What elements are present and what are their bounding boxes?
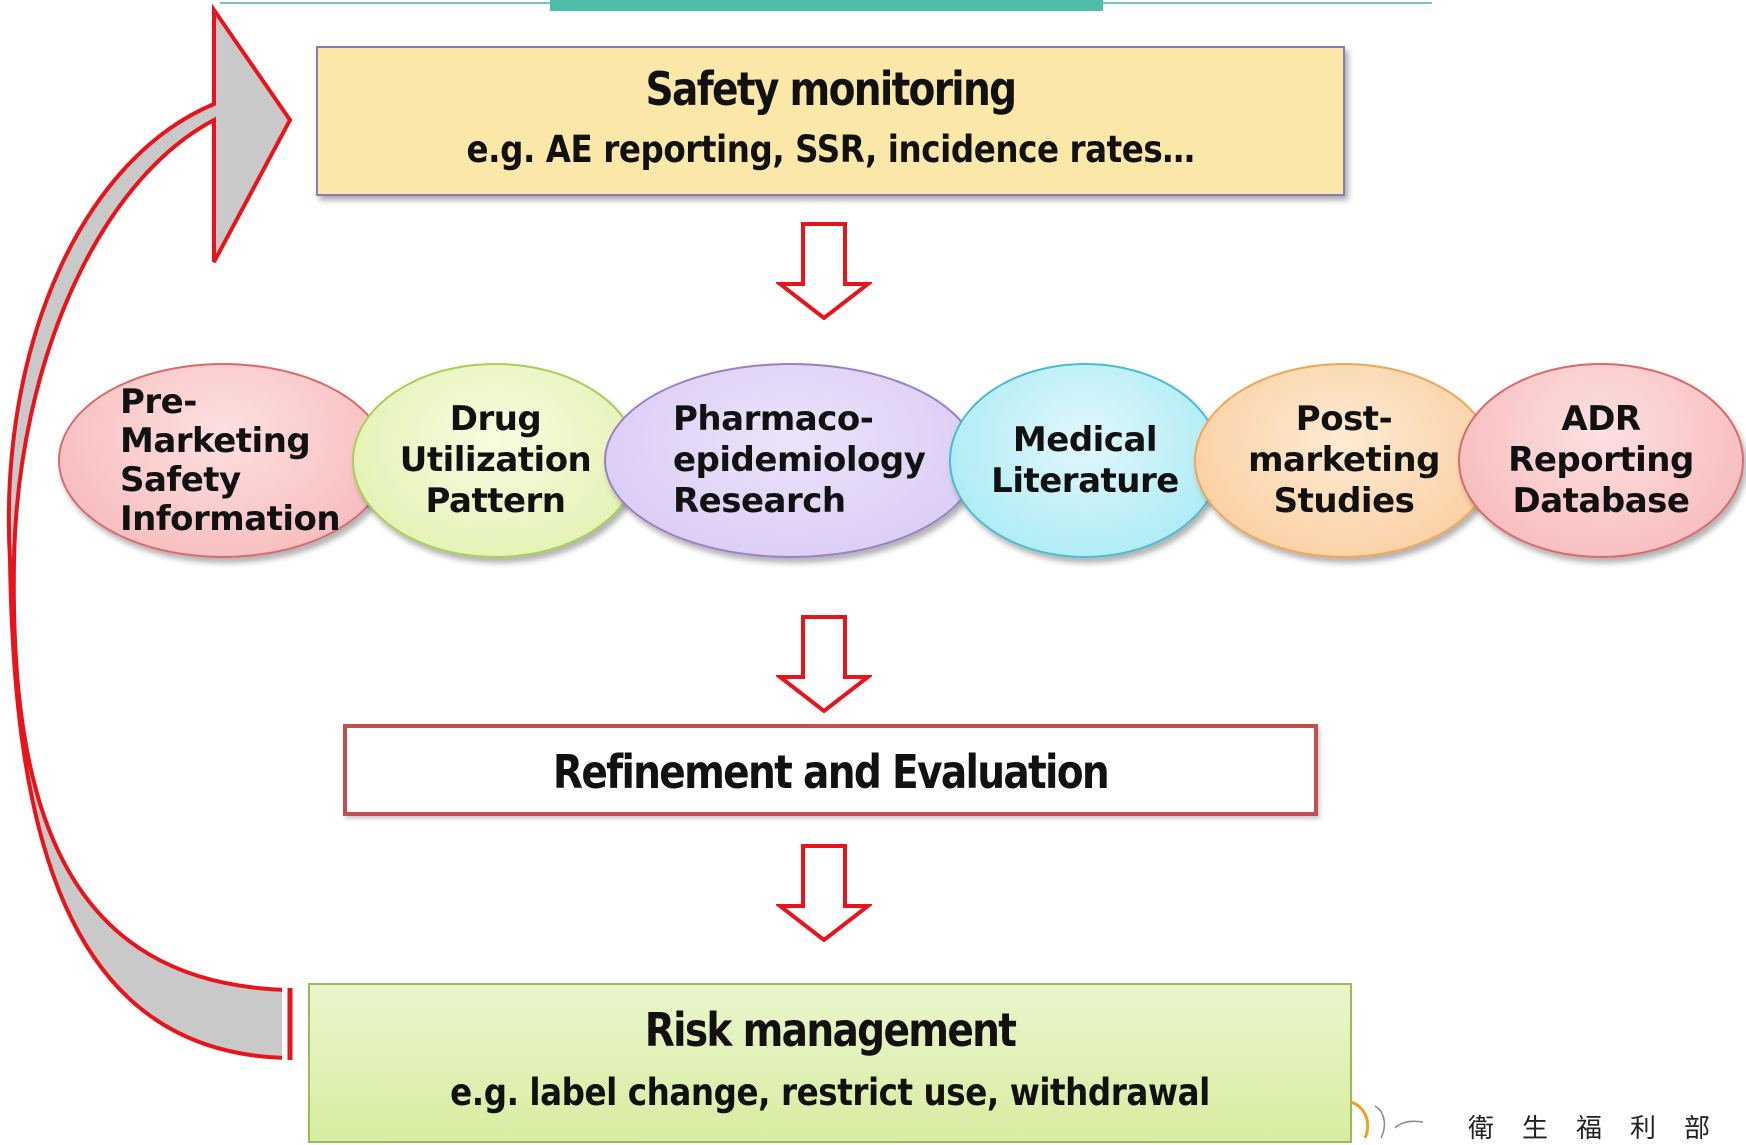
safety-monitoring-title: Safety monitoring — [645, 62, 1018, 116]
safety-monitoring-box: Safety monitoring e.g. AE reporting, SSR… — [316, 46, 1345, 196]
risk-management-box: Risk management e.g. label change, restr… — [308, 983, 1352, 1143]
safety-monitoring-subtitle: e.g. AE reporting, SSR, incidence rates… — [466, 128, 1195, 171]
source-label: Drug Utilization Pattern — [399, 399, 592, 521]
source-label: ADR Reporting Database — [1508, 399, 1694, 521]
down-arrow-1 — [776, 222, 872, 320]
source-label: Pre- Marketing Safety Information — [120, 381, 341, 539]
refinement-title: Refinement and Evaluation — [552, 745, 1110, 799]
source-label: Pharmaco- epidemiology Research — [673, 399, 926, 521]
risk-management-subtitle: e.g. label change, restrict use, withdra… — [450, 1071, 1210, 1114]
source-label: Post- marketing Studies — [1248, 399, 1440, 521]
agency-logo-icon — [1350, 1100, 1424, 1138]
source-oval-postmarketing: Post- marketing Studies — [1194, 363, 1494, 558]
feedback-arrow-tail — [282, 988, 294, 1060]
down-arrow-2 — [776, 615, 872, 713]
risk-management-title: Risk management — [644, 1003, 1017, 1057]
source-oval-drug-utilization: Drug Utilization Pattern — [352, 363, 639, 558]
header-bar — [550, 0, 1103, 11]
refinement-box: Refinement and Evaluation — [343, 724, 1318, 816]
source-oval-pharmacoepidemiology: Pharmaco- epidemiology Research — [604, 363, 978, 558]
source-label: Medical Literature — [991, 419, 1179, 501]
agency-name: 衛生福利部 — [1468, 1114, 1739, 1144]
down-arrow-3 — [776, 844, 872, 942]
source-oval-premarketing: Pre- Marketing Safety Information — [58, 363, 388, 558]
source-oval-medical-literature: Medical Literature — [949, 363, 1221, 558]
source-oval-adr-database: ADR Reporting Database — [1458, 363, 1744, 558]
